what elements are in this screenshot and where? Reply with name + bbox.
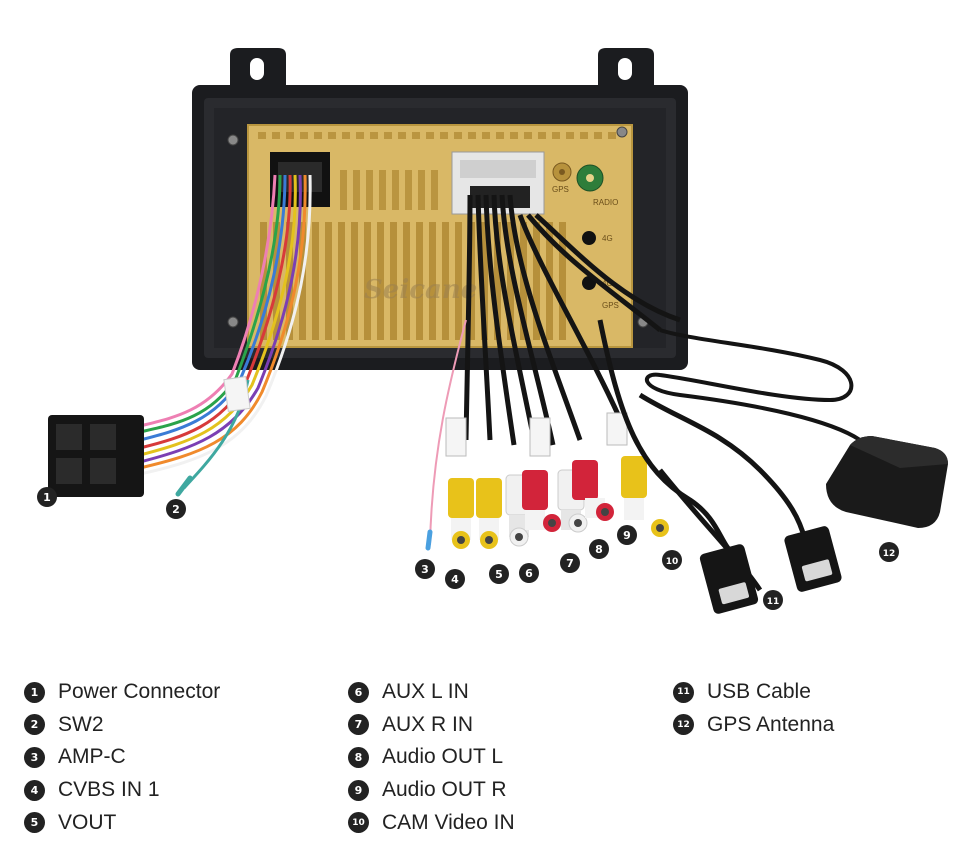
legend-label: CVBS IN 1 [58, 778, 160, 802]
legend-number: 7 [348, 714, 369, 736]
legend-number: 6 [348, 681, 369, 703]
port-4g-1: 4G [582, 231, 613, 245]
svg-text:1: 1 [43, 491, 51, 504]
legend-item-cvbs-in-1: 4 CVBS IN 1 [24, 774, 220, 807]
legend-item-cam-video-in: 10 CAM Video IN [348, 806, 515, 839]
legend-label: Power Connector [58, 680, 221, 704]
callout-8: 8 [589, 539, 609, 559]
watermark: Seicane [364, 275, 477, 305]
legend-item-usb-cable: 11 USB Cable [673, 676, 834, 709]
legend-label: Audio OUT R [382, 778, 507, 802]
callout-7: 7 [560, 553, 580, 573]
aux-socket [451, 151, 545, 215]
svg-text:8: 8 [595, 543, 603, 556]
callouts: 1 2 3 4 5 6 7 8 9 10 11 12 [37, 487, 899, 610]
legend-number: 2 [24, 714, 45, 736]
legend-item-aux-r-in: 7 AUX R IN [348, 709, 515, 742]
mounting-tab-left [230, 48, 286, 90]
legend-column-2: 6 AUX L IN 7 AUX R IN 8 Audio OUT L 9 Audio … [348, 676, 515, 839]
legend-label: Audio OUT L [382, 745, 504, 769]
legend-number: 5 [24, 812, 45, 834]
rca-yellow-1 [448, 478, 474, 549]
legend-item-gps-antenna: 12 GPS Antenna [673, 709, 834, 742]
legend-item-power-connector: 1 Power Connector [24, 676, 220, 709]
legend-number: 10 [348, 812, 369, 834]
callout-6: 6 [519, 563, 539, 583]
svg-text:7: 7 [566, 557, 574, 570]
legend-number: 3 [24, 746, 45, 768]
rca-red-2 [572, 460, 614, 521]
legend-number: 4 [24, 779, 45, 801]
aux-cable-bundle [463, 194, 681, 446]
legend-item-audio-out-l: 8 Audio OUT L [348, 741, 515, 774]
rca-yellow-2 [476, 478, 502, 549]
svg-text:4G: 4G [602, 234, 613, 243]
svg-text:4: 4 [451, 573, 459, 586]
legend-column-3: 11 USB Cable 12 GPS Antenna [673, 676, 834, 741]
usb-plug-1 [699, 544, 759, 614]
rca-red-1 [522, 470, 561, 532]
callout-3: 3 [415, 559, 435, 579]
svg-text:12: 12 [883, 549, 896, 559]
rca-plugs [448, 456, 669, 549]
legend-item-aux-l-in: 6 AUX L IN [348, 676, 515, 709]
legend-item-audio-out-r: 9 Audio OUT R [348, 774, 515, 807]
callout-9: 9 [617, 525, 637, 545]
radio-port: RADIO [576, 164, 618, 207]
rca-yellow-cam [621, 456, 669, 537]
callout-2: 2 [166, 499, 186, 519]
gps-antenna-puck [826, 436, 948, 528]
callout-12: 12 [879, 542, 899, 562]
legend-number: 12 [673, 714, 694, 736]
svg-text:4G: 4G [602, 279, 613, 288]
legend-label: VOUT [58, 810, 117, 834]
legend-label: AMP-C [58, 745, 126, 769]
svg-text:GPS: GPS [602, 301, 619, 310]
legend-item-vout: 5 VOUT [24, 806, 220, 839]
legend-item-sw2: 2 SW2 [24, 709, 220, 742]
legend-number: 1 [24, 681, 45, 703]
svg-text:9: 9 [623, 529, 631, 542]
power-harness [139, 174, 312, 490]
svg-text:5: 5 [495, 568, 503, 581]
svg-text:GPS: GPS [552, 185, 569, 194]
callout-10: 10 [662, 550, 682, 570]
legend-label: SW2 [58, 712, 104, 736]
callout-1: 1 [37, 487, 57, 507]
gps-port: GPS [552, 162, 572, 194]
svg-text:RADIO: RADIO [593, 198, 618, 207]
callout-5: 5 [489, 564, 509, 584]
legend-number: 8 [348, 746, 369, 768]
legend-label: AUX R IN [382, 712, 474, 736]
usb-plug-2 [784, 526, 842, 592]
legend-label: GPS Antenna [707, 712, 835, 736]
svg-text:11: 11 [767, 597, 780, 607]
legend-number: 11 [673, 681, 694, 703]
legend-number: 9 [348, 779, 369, 801]
svg-text:3: 3 [421, 563, 429, 576]
wiring-diagram: GPS RADIO 4G 4G GPS Seicane [37, 48, 948, 614]
svg-text:10: 10 [666, 557, 679, 567]
mounting-tab-right [598, 48, 654, 90]
legend-label: USB Cable [707, 680, 811, 704]
svg-text:6: 6 [525, 567, 533, 580]
callout-11: 11 [763, 590, 783, 610]
svg-text:2: 2 [172, 503, 180, 516]
legend-item-amp-c: 3 AMP-C [24, 741, 220, 774]
power-connector-plug [48, 415, 144, 497]
callout-4: 4 [445, 569, 465, 589]
gps-antenna-cable [644, 328, 862, 442]
legend-label: CAM Video IN [382, 810, 515, 834]
legend-label: AUX L IN [382, 680, 469, 704]
